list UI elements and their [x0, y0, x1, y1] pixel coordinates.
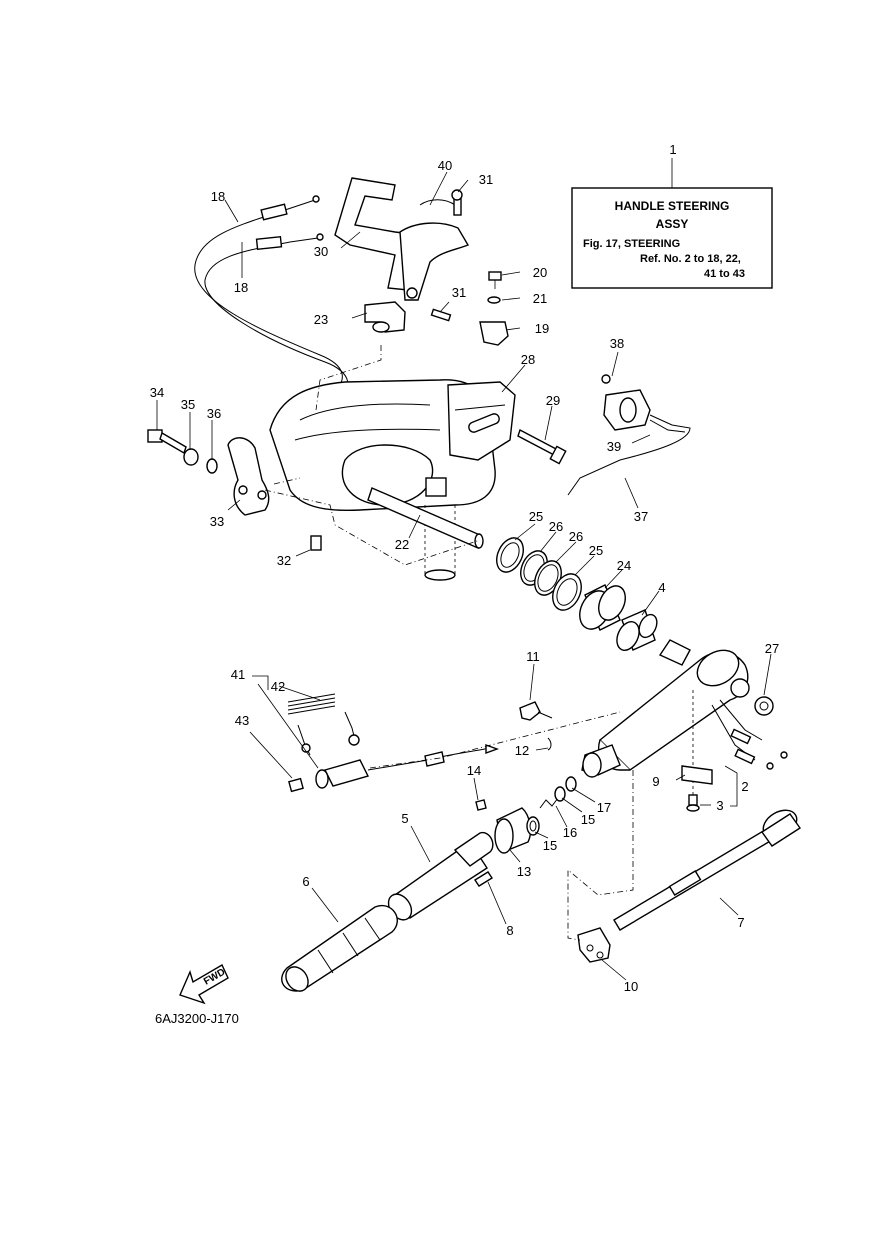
leader-lines [156, 171, 772, 981]
reference-fig-line: Fig. 17, STEERING [583, 238, 680, 250]
label-35: 35 [181, 397, 195, 412]
reference-title-1: HANDLE STEERING [615, 199, 730, 213]
left-parts-33-36 [147, 429, 322, 551]
parts-11-12 [519, 701, 553, 751]
switch-assembly [567, 374, 691, 496]
label-18b: 18 [234, 280, 248, 295]
label-33: 33 [210, 514, 224, 529]
label-36: 36 [207, 406, 221, 421]
label-31a: 31 [479, 172, 493, 187]
label-1: 1 [669, 142, 676, 157]
label-43: 43 [235, 713, 249, 728]
lanyard-switch [287, 693, 500, 793]
label-15b: 15 [581, 812, 595, 827]
swivel-housing [269, 379, 516, 581]
label-28: 28 [521, 352, 535, 367]
label-18a: 18 [211, 189, 225, 204]
label-15a: 15 [543, 838, 557, 853]
label-41: 41 [231, 667, 245, 682]
label-32: 32 [277, 553, 291, 568]
throttle-grip [281, 831, 494, 992]
label-25b: 25 [589, 543, 603, 558]
label-7: 7 [737, 915, 744, 930]
reference-title-2: ASSY [656, 217, 689, 231]
label-4: 4 [658, 580, 665, 595]
label-24: 24 [617, 558, 631, 573]
label-10: 10 [624, 979, 638, 994]
small-parts-19-21 [479, 271, 509, 346]
throttle-shaft [613, 809, 801, 931]
label-11: 11 [526, 649, 540, 664]
label-12: 12 [515, 743, 529, 758]
label-19: 19 [535, 321, 549, 336]
plate-9-screw-3 [681, 765, 713, 812]
reference-ref-line-1: Ref. No. 2 to 18, 22, [640, 253, 741, 265]
fwd-arrow: FWD [179, 964, 229, 1005]
part-labels: 1 2 3 4 5 6 7 8 9 10 11 12 13 14 15 15 1… [150, 142, 779, 994]
label-29: 29 [546, 393, 560, 408]
steering-shaft [367, 487, 484, 550]
label-9: 9 [652, 774, 659, 789]
label-22: 22 [395, 537, 409, 552]
label-26a: 26 [549, 519, 563, 534]
label-30: 30 [314, 244, 328, 259]
diagram-code: 6AJ3200-J170 [155, 1011, 239, 1026]
label-40: 40 [438, 158, 452, 173]
label-42: 42 [271, 679, 285, 694]
label-6: 6 [302, 874, 309, 889]
reference-ref-line-2: 41 to 43 [704, 268, 745, 280]
label-25a: 25 [529, 509, 543, 524]
label-13: 13 [517, 864, 531, 879]
label-20: 20 [533, 265, 547, 280]
label-17: 17 [597, 800, 611, 815]
label-16: 16 [563, 825, 577, 840]
rings-and-bushings [496, 537, 658, 651]
label-34: 34 [150, 385, 164, 400]
label-3: 3 [716, 798, 723, 813]
label-39: 39 [607, 439, 621, 454]
label-21: 21 [533, 291, 547, 306]
friction-parts [475, 776, 577, 854]
label-8: 8 [506, 923, 513, 938]
label-5: 5 [401, 811, 408, 826]
reference-box: HANDLE STEERING ASSY Fig. 17, STEERING R… [571, 158, 773, 289]
label-26b: 26 [569, 529, 583, 544]
label-14: 14 [467, 763, 481, 778]
label-23: 23 [314, 312, 328, 327]
steering-arm-housing [581, 639, 788, 800]
throttle-cables [194, 195, 349, 403]
label-27: 27 [765, 641, 779, 656]
label-31b: 31 [452, 285, 466, 300]
clamp-23 [364, 301, 406, 333]
label-2: 2 [741, 779, 748, 794]
bracket-10 [577, 927, 611, 963]
bolt-29 [517, 428, 567, 465]
upper-bracket [334, 177, 470, 322]
label-38: 38 [610, 336, 624, 351]
label-37: 37 [634, 509, 648, 524]
